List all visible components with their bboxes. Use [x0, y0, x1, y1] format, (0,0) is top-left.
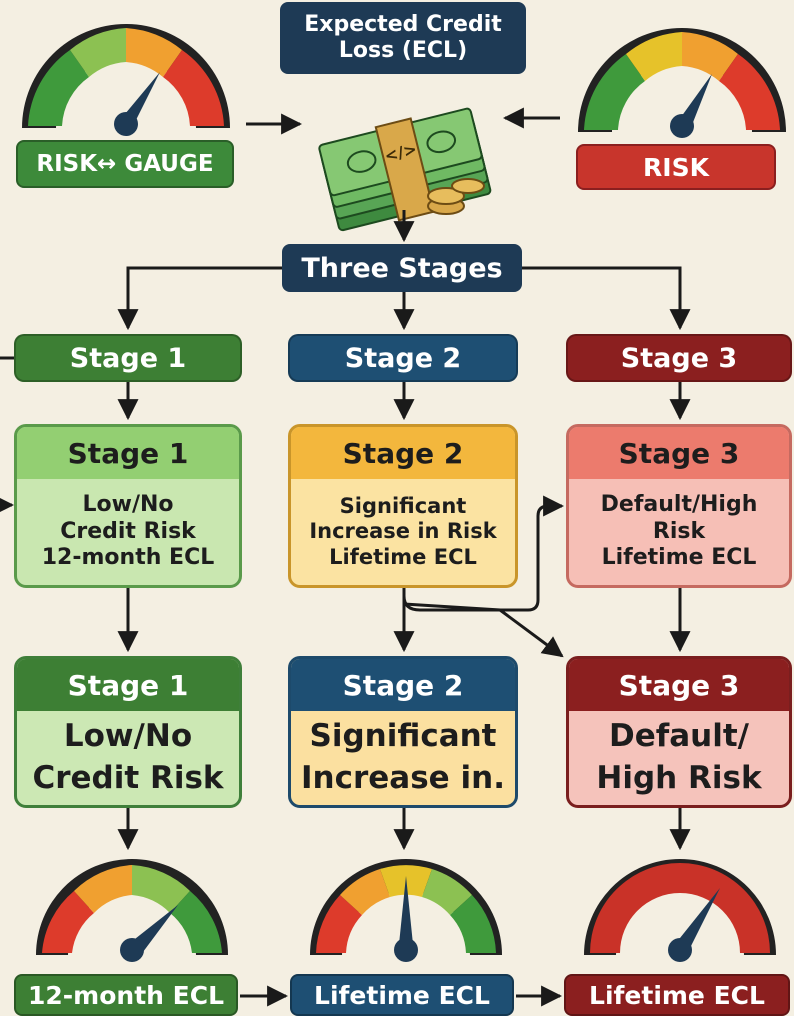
stage-1-detail-line: 12-month ECL — [41, 545, 215, 571]
stage-2-detail-title: Stage 2 — [291, 427, 515, 479]
ecl-label-lifetime-stage3: Lifetime ECL — [564, 974, 790, 1016]
stage-1-detail-line: Low/No — [82, 492, 174, 518]
stage-2-detail-line: Increase in Risk — [309, 519, 497, 544]
connector-lines — [0, 107, 691, 1007]
risk-gauge-label-text: RISK↔ GAUGE — [36, 151, 214, 177]
stage-1-detail-line: Credit Risk — [60, 518, 196, 544]
stage-1-summary-card: Stage 1 Low/No Credit Risk — [14, 656, 242, 808]
risk-label: RISK — [576, 144, 776, 190]
bottom-middle-gauge-icon — [310, 859, 502, 962]
stage-3-detail-line: Risk — [652, 518, 706, 544]
stage-1-header-text: Stage 1 — [69, 342, 187, 374]
stage-2-summary-title: Stage 2 — [291, 659, 515, 711]
stage-2-summary-card: Stage 2 Significant Increase in. — [288, 656, 518, 808]
ecl-label-12-month: 12-month ECL — [14, 974, 238, 1016]
stage-1-detail-title: Stage 1 — [17, 427, 239, 479]
money-stack-icon: </> — [318, 107, 492, 232]
stage-1-header: Stage 1 — [14, 334, 242, 382]
risk-label-text: RISK — [643, 152, 709, 182]
stage-3-detail-title: Stage 3 — [569, 427, 789, 479]
ecl-title-box: Expected Credit Loss (ECL) — [280, 2, 526, 74]
stage-3-summary-line: Default/ — [609, 718, 749, 755]
stage-1-summary-title: Stage 1 — [17, 659, 239, 711]
stage-2-header: Stage 2 — [288, 334, 518, 382]
stage-2-header-text: Stage 2 — [344, 342, 462, 374]
ecl-title-line1: Expected Credit — [304, 11, 502, 37]
stage-2-detail-card: Stage 2 Significant Increase in Risk Lif… — [288, 424, 518, 588]
stage-3-header-text: Stage 3 — [620, 342, 738, 374]
stage-1-detail-card: Stage 1 Low/No Credit Risk 12-month ECL — [14, 424, 242, 588]
stage-2-summary-line: Significant — [309, 718, 497, 755]
stage-3-summary-card: Stage 3 Default/ High Risk — [566, 656, 792, 808]
stage-1-summary-line: Credit Risk — [32, 760, 224, 796]
bottom-left-gauge-icon — [36, 859, 228, 962]
ecl-label-12-month-text: 12-month ECL — [28, 980, 224, 1010]
ecl-label-lifetime-stage3-text: Lifetime ECL — [589, 980, 765, 1010]
stage-3-summary-title: Stage 3 — [569, 659, 789, 711]
three-stages-text: Three Stages — [301, 252, 503, 284]
bottom-right-gauge-icon — [584, 859, 776, 962]
stage-2-detail-line: Significant — [339, 494, 467, 519]
stage-1-summary-line: Low/No — [63, 718, 193, 755]
stage-3-detail-line: Lifetime ECL — [601, 545, 757, 571]
three-stages-box: Three Stages — [282, 244, 522, 292]
ecl-label-lifetime-stage2-text: Lifetime ECL — [314, 980, 490, 1010]
top-right-gauge-icon — [578, 28, 786, 138]
ecl-title-line2: Loss (ECL) — [338, 38, 468, 63]
stage-3-detail-card: Stage 3 Default/High Risk Lifetime ECL — [566, 424, 792, 588]
stage-3-detail-line: Default/High — [600, 492, 758, 518]
stage-2-summary-line: Increase in. — [301, 760, 505, 796]
stage-3-summary-line: High Risk — [596, 760, 762, 796]
stage-2-detail-line: Lifetime ECL — [329, 544, 477, 569]
risk-gauge-label: RISK↔ GAUGE — [16, 140, 234, 188]
top-left-gauge-icon — [22, 24, 230, 136]
stage-3-header: Stage 3 — [566, 334, 792, 382]
ecl-label-lifetime-stage2: Lifetime ECL — [290, 974, 514, 1016]
